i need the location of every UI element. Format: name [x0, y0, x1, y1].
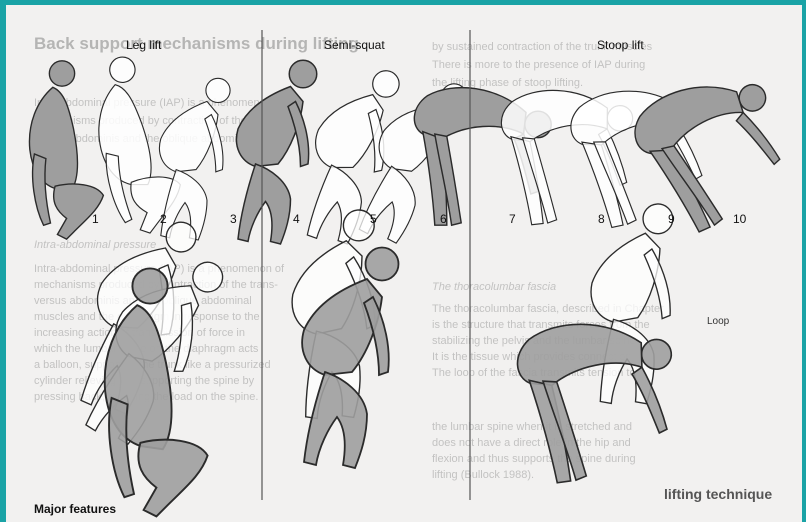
- frame-right-border: [802, 0, 806, 522]
- posture-number: 10: [733, 212, 746, 226]
- lifting-technique-heading: lifting technique: [664, 486, 772, 502]
- leg-lift-overlay: [78, 210, 226, 516]
- frame-left-border: [0, 0, 6, 522]
- posture-number: 9: [668, 212, 675, 226]
- stoop-lift-figures: [414, 59, 805, 240]
- posture-4-dark: [236, 60, 316, 244]
- semi-squat-overlay: [283, 208, 398, 468]
- posture-number: 1: [92, 212, 99, 226]
- major-features-heading: Major features: [34, 502, 116, 516]
- posture-number: 2: [160, 212, 167, 226]
- posture-number: 4: [293, 212, 300, 226]
- posture-number: 6: [440, 212, 447, 226]
- stoop-lift-overlay: [513, 203, 687, 486]
- semi-squat-label: Semi-squat: [324, 38, 385, 52]
- posture-3-outline: [159, 78, 230, 240]
- posture-number: 7: [509, 212, 516, 226]
- posture-number: 5: [370, 212, 377, 226]
- leg-lift-label: Leg lift: [126, 38, 161, 52]
- stoop-lift-label: Stoop lift: [597, 38, 644, 52]
- loop-label: Loop: [707, 316, 729, 327]
- posture-number: 3: [230, 212, 237, 226]
- frame-top-border: [0, 0, 806, 5]
- posture-number: 8: [598, 212, 605, 226]
- leg-lift-figures: [29, 51, 230, 240]
